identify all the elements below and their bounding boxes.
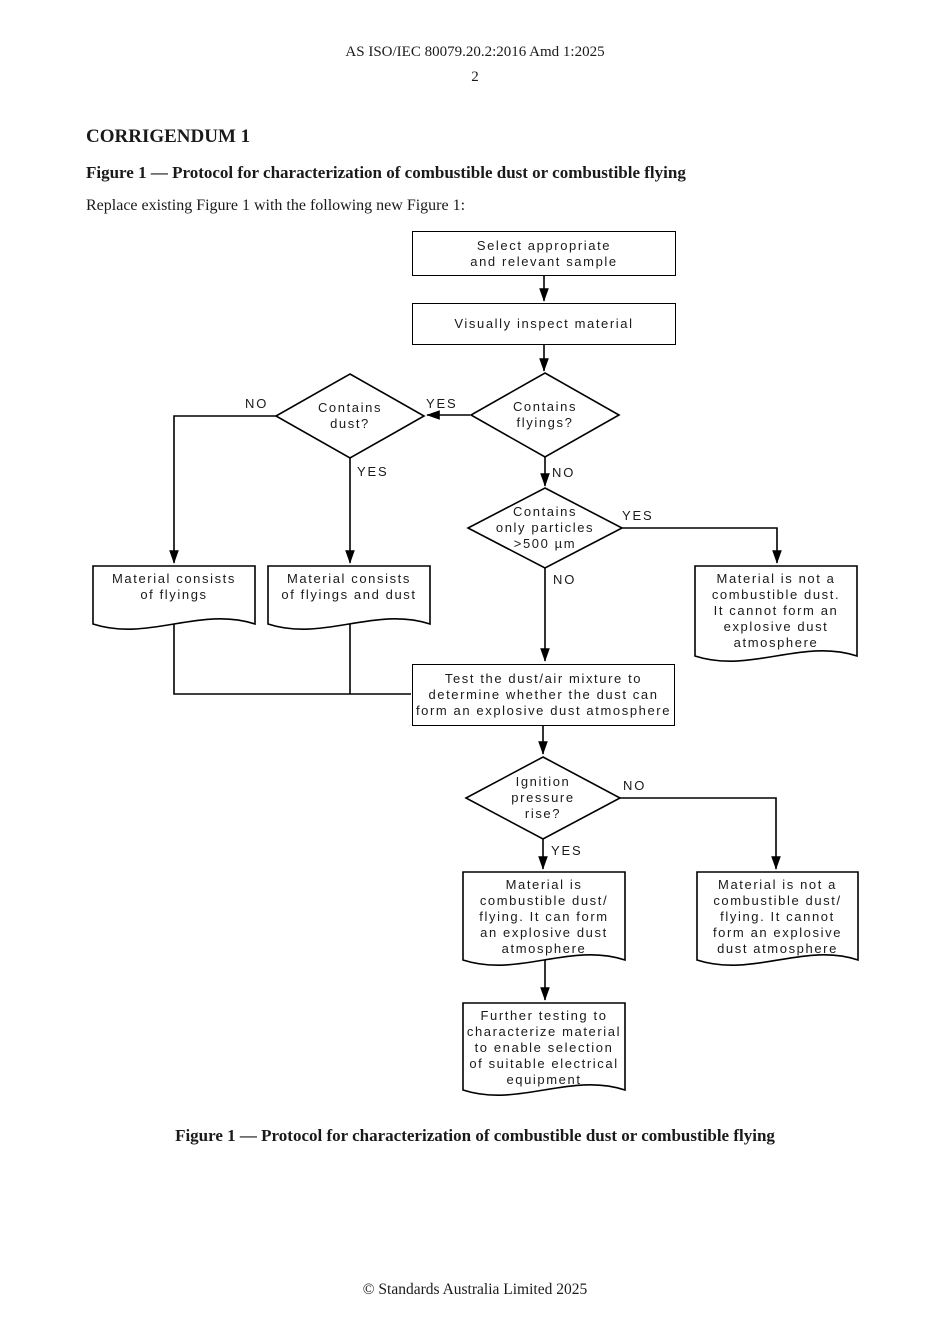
figure-heading: Figure 1 — Protocol for characterization… [86,163,686,182]
label-dust-yes: YES [357,464,389,479]
doc-material-flyings-shape [92,565,256,630]
label-ignition-yes: YES [551,843,583,858]
diamond-ignition-shape [464,756,622,840]
page-header: AS ISO/IEC 80079.20.2:2016 Amd 1:2025 [345,44,605,60]
doc-not-combustible-flying-shape [696,871,859,966]
arrow-ignition-no-to-not-combustible [620,797,781,870]
doc-further-testing-shape [462,1002,626,1096]
label-dust-no: NO [245,396,269,411]
label-ignition-no: NO [623,778,647,793]
arrow-particles-yes-to-not-dust [622,527,782,564]
node-further-testing: Further testing to characterize material… [466,1008,622,1087]
label-particles-yes: YES [622,508,654,523]
arrow-dust-no-to-material-flyings [169,415,276,564]
diamond-contains-particles-shape [466,487,624,569]
figure-caption: Figure 1 — Protocol for characterization… [175,1126,775,1145]
node-contains-particles: Contains only particles >500 µm [495,504,595,551]
node-test-mixture: Test the dust/air mixture to determine w… [412,664,675,726]
node-material-flyings: Material consists of flyings [111,571,236,602]
node-combustible: Material is combustible dust/ flying. It… [479,877,609,956]
node-not-combustible-flying: Material is not a combustible dust/ flyi… [712,877,843,956]
line-material-flyings-to-test [173,620,411,695]
doc-not-combustible-dust-shape [694,565,858,662]
node-select-sample: Select appropriate and relevant sample [412,231,676,276]
node-contains-dust: Contains dust? [317,400,383,431]
replace-instruction: Replace existing Figure 1 with the follo… [86,197,466,214]
doc-combustible-shape [462,871,626,966]
node-not-combustible-dust: Material is not a combustible dust. It c… [711,571,841,650]
node-contains-flyings: Contains flyings? [512,399,578,430]
node-ignition-pressure: Ignition pressure rise? [511,774,575,821]
label-particles-no: NO [553,572,577,587]
doc-material-flyings-dust-shape [267,565,431,630]
node-visually-inspect: Visually inspect material [412,303,676,345]
corrigendum-heading: CORRIGENDUM 1 [86,126,251,147]
label-flyings-yes: YES [426,396,458,411]
label-flyings-no: NO [552,465,576,480]
diamond-contains-dust-shape [274,373,426,459]
node-material-flyings-dust: Material consists of flyings and dust [281,571,417,602]
diamond-contains-flyings-shape [469,372,621,458]
page-footer: © Standards Australia Limited 2025 [362,1281,588,1298]
page-number: 2 [471,69,479,85]
